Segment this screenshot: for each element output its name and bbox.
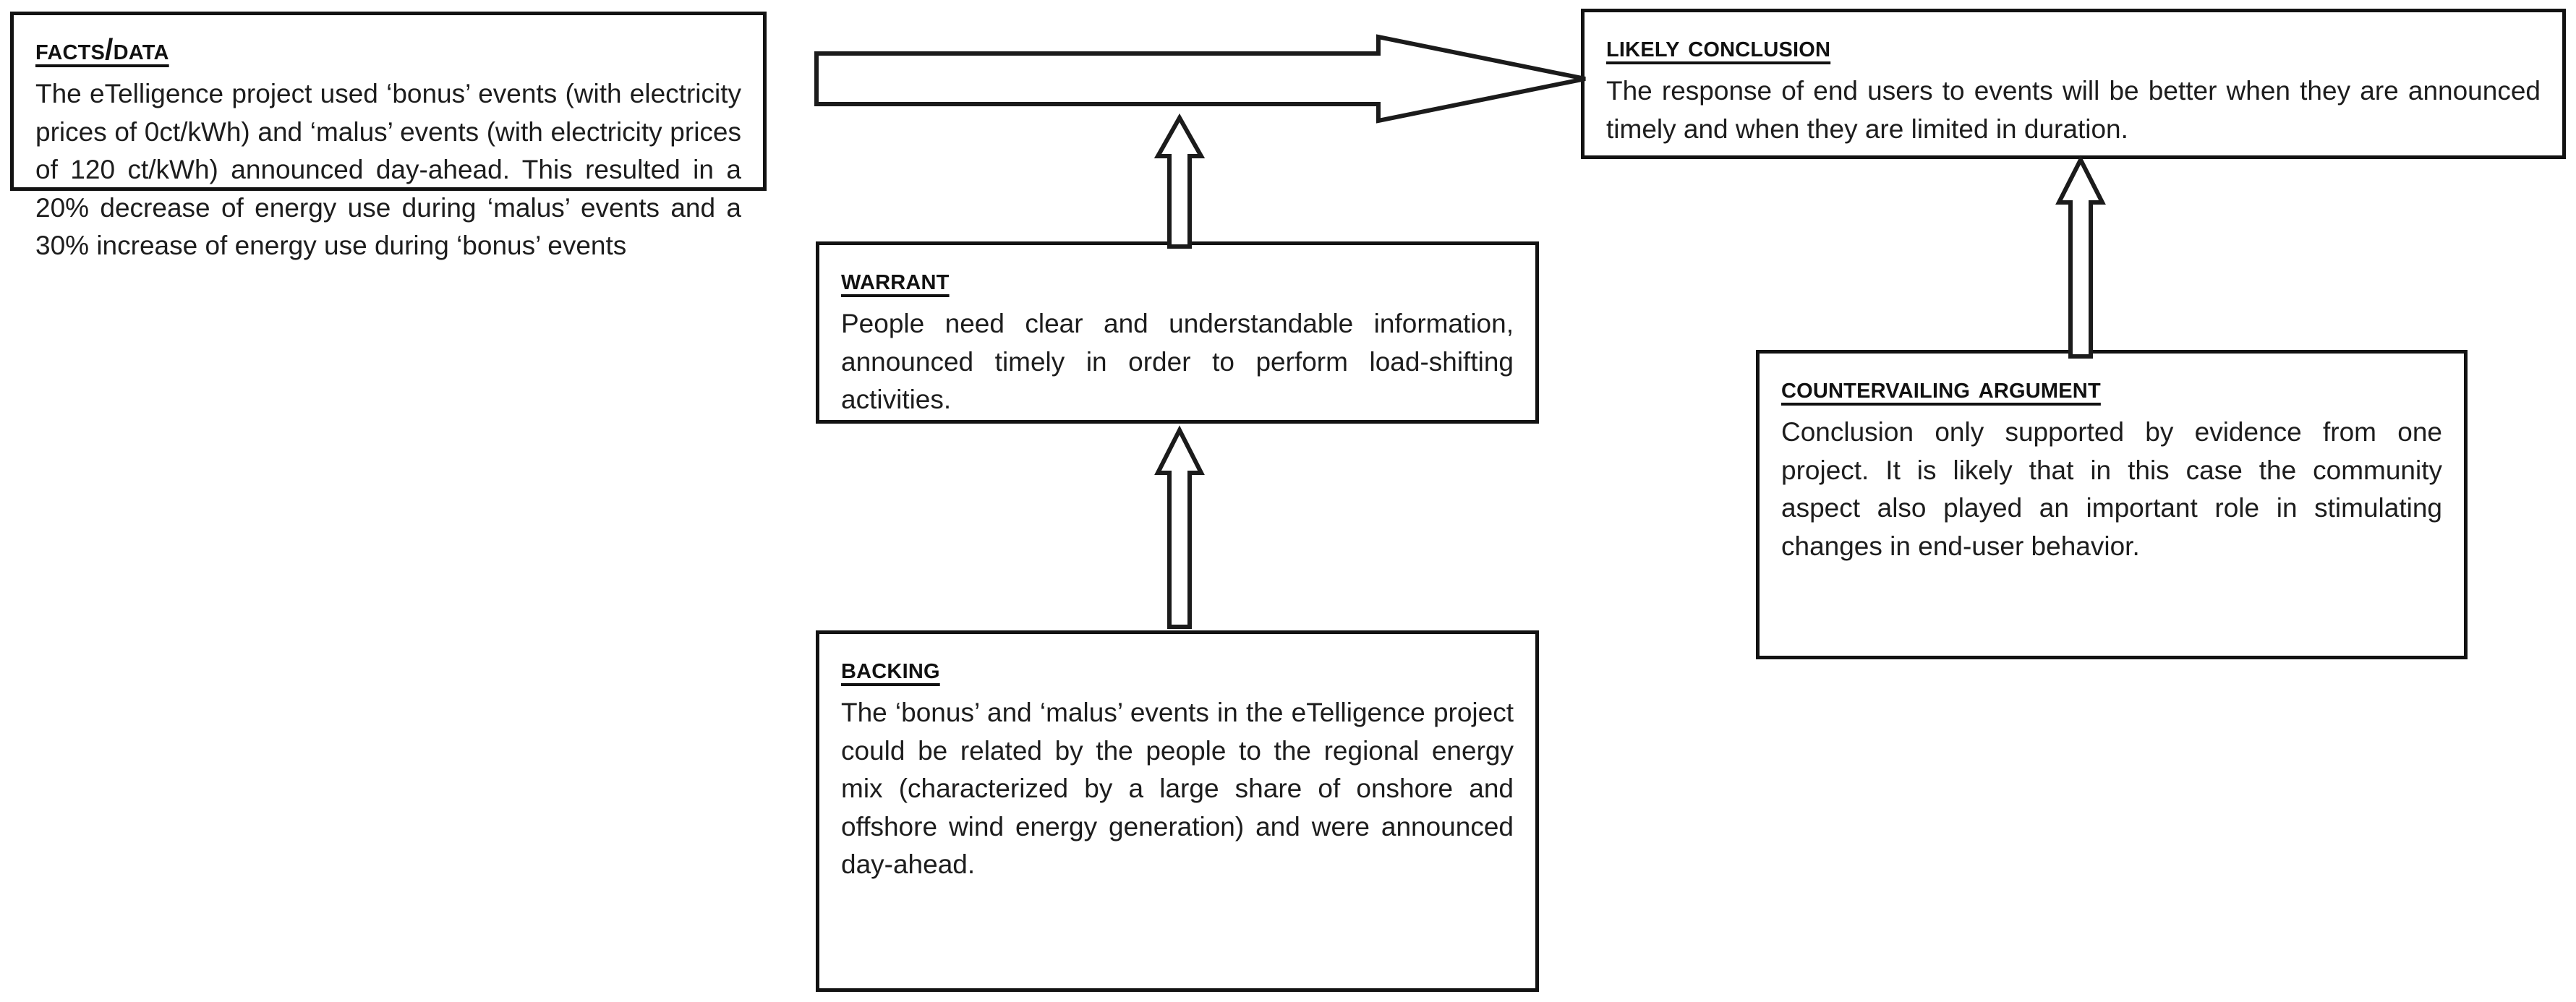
up-block-arrow-icon [1154,425,1205,629]
facts-data-body: The eTelligence project used ‘bonus’ eve… [35,79,741,261]
warrant-body: People need clear and understandable inf… [841,309,1514,415]
countervailing-argument-title: Countervailing argument [1781,371,2101,404]
likely-conclusion-box: Likely Conclusion The response of end us… [1581,9,2566,159]
likely-conclusion-body: The response of end users to events will… [1606,76,2541,144]
up-block-arrow-icon [2055,155,2106,359]
countervailing-argument-box: Countervailing argument Conclusion only … [1756,350,2468,659]
backing-title: Backing [841,651,940,685]
likely-conclusion-title: Likely Conclusion [1606,30,1831,63]
warrant-title: Warrant [841,262,950,296]
right-block-arrow-icon [814,34,1588,124]
backing-box: Backing The ‘bonus’ and ‘malus’ events i… [816,630,1539,992]
facts-data-title: Facts/Data [35,33,169,66]
up-block-arrow-icon [1153,113,1206,249]
warrant-box: Warrant People need clear and understand… [816,241,1539,424]
countervailing-argument-body: Conclusion only supported by evidence fr… [1781,417,2442,561]
backing-body: The ‘bonus’ and ‘malus’ events in the eT… [841,698,1514,880]
facts-data-box: Facts/Data The eTelligence project used … [10,12,767,260]
